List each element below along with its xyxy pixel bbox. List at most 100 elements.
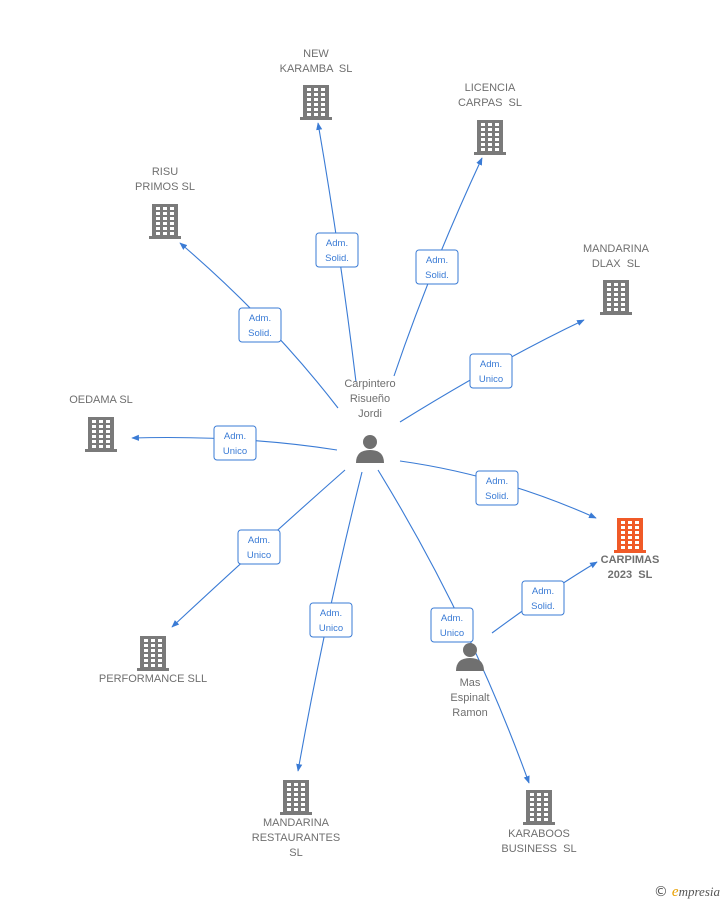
building-window xyxy=(495,133,499,136)
edge-label-text: Solid. xyxy=(425,270,449,281)
building-window xyxy=(530,813,534,816)
edge-label-text: Unico xyxy=(223,446,247,457)
building-window xyxy=(287,783,291,786)
building-window xyxy=(163,232,167,235)
building-window xyxy=(144,649,148,652)
node-label: Ramon xyxy=(452,707,487,719)
edge-label-text: Unico xyxy=(479,374,503,385)
building-window xyxy=(287,793,291,796)
building-window xyxy=(621,288,625,291)
edge-label-text: Adm. xyxy=(441,613,463,624)
node-label: LICENCIA xyxy=(465,82,516,94)
building-window xyxy=(628,546,632,549)
building-icon[interactable] xyxy=(600,280,632,315)
building-icon[interactable] xyxy=(137,636,169,671)
node-label: DLAX SL xyxy=(592,258,640,270)
node-performance[interactable]: PERFORMANCE SLL xyxy=(99,636,207,685)
building-window xyxy=(614,283,618,286)
building-window xyxy=(635,546,639,549)
person-icon[interactable] xyxy=(456,643,484,671)
brand-name: mpresia xyxy=(678,884,720,899)
building-icon[interactable] xyxy=(300,85,332,120)
building-window xyxy=(301,788,305,791)
building-icon[interactable] xyxy=(85,417,117,452)
building-window xyxy=(614,298,618,301)
building-window xyxy=(106,420,110,423)
building-window xyxy=(607,308,611,311)
building-window xyxy=(99,430,103,433)
building-window xyxy=(537,803,541,806)
person-icon[interactable] xyxy=(356,435,384,463)
building-window xyxy=(151,649,155,652)
building-window xyxy=(481,128,485,131)
building-window xyxy=(294,788,298,791)
edge-labels-layer: Adm.Solid.Adm.Solid.Adm.Solid.Adm.UnicoA… xyxy=(213,232,565,643)
node-label: Risueño xyxy=(350,393,390,405)
node-label: RESTAURANTES xyxy=(252,832,340,844)
edge-label-text: Adm. xyxy=(320,608,342,619)
edge-label-box xyxy=(237,529,281,565)
node-label: PERFORMANCE SLL xyxy=(99,673,207,685)
building-window xyxy=(488,133,492,136)
building-window xyxy=(537,813,541,816)
node-oedama[interactable]: OEDAMA SL xyxy=(69,394,133,452)
building-window xyxy=(530,798,534,801)
building-window xyxy=(92,430,96,433)
brand-initial: e xyxy=(671,884,679,900)
building-window xyxy=(301,803,305,806)
building-window xyxy=(144,664,148,667)
edge-label-box xyxy=(213,425,257,461)
edge-label-box xyxy=(238,307,282,343)
edge-label-mas-to-carpimas: Adm.Solid. xyxy=(521,580,565,616)
node-label: RISU xyxy=(152,166,178,178)
building-icon[interactable] xyxy=(614,518,646,553)
edge-label-text: Adm. xyxy=(224,431,246,442)
building-window xyxy=(287,798,291,801)
building-window xyxy=(301,783,305,786)
edge-label-carpintero-to-mandarina_dlax: Adm.Unico xyxy=(469,353,513,389)
building-window xyxy=(481,133,485,136)
building-window xyxy=(530,818,534,821)
building-icon[interactable] xyxy=(523,790,555,825)
building-window xyxy=(607,293,611,296)
building-window xyxy=(635,541,639,544)
edge-label-text: Adm. xyxy=(248,535,270,546)
building-window xyxy=(163,207,167,210)
building-window xyxy=(635,536,639,539)
edge-label-text: Adm. xyxy=(426,255,448,266)
building-window xyxy=(156,232,160,235)
building-window xyxy=(106,425,110,428)
building-window xyxy=(99,420,103,423)
building-window xyxy=(614,293,618,296)
building-window xyxy=(635,531,639,534)
building-window xyxy=(614,303,618,306)
building-window xyxy=(607,283,611,286)
building-icon[interactable] xyxy=(280,780,312,815)
building-window xyxy=(314,113,318,116)
building-window xyxy=(530,793,534,796)
edge-label-text: Adm. xyxy=(326,238,348,249)
building-window xyxy=(481,143,485,146)
building-window xyxy=(163,217,167,220)
building-icon[interactable] xyxy=(474,120,506,155)
edge-label-text: Adm. xyxy=(486,476,508,487)
edge-label-text: Adm. xyxy=(249,313,271,324)
building-window xyxy=(537,808,541,811)
building-window xyxy=(544,808,548,811)
building-window xyxy=(307,108,311,111)
building-icon[interactable] xyxy=(149,204,181,239)
edge-label-text: Unico xyxy=(247,550,271,561)
building-window xyxy=(321,98,325,101)
edge-label-box xyxy=(415,249,459,285)
